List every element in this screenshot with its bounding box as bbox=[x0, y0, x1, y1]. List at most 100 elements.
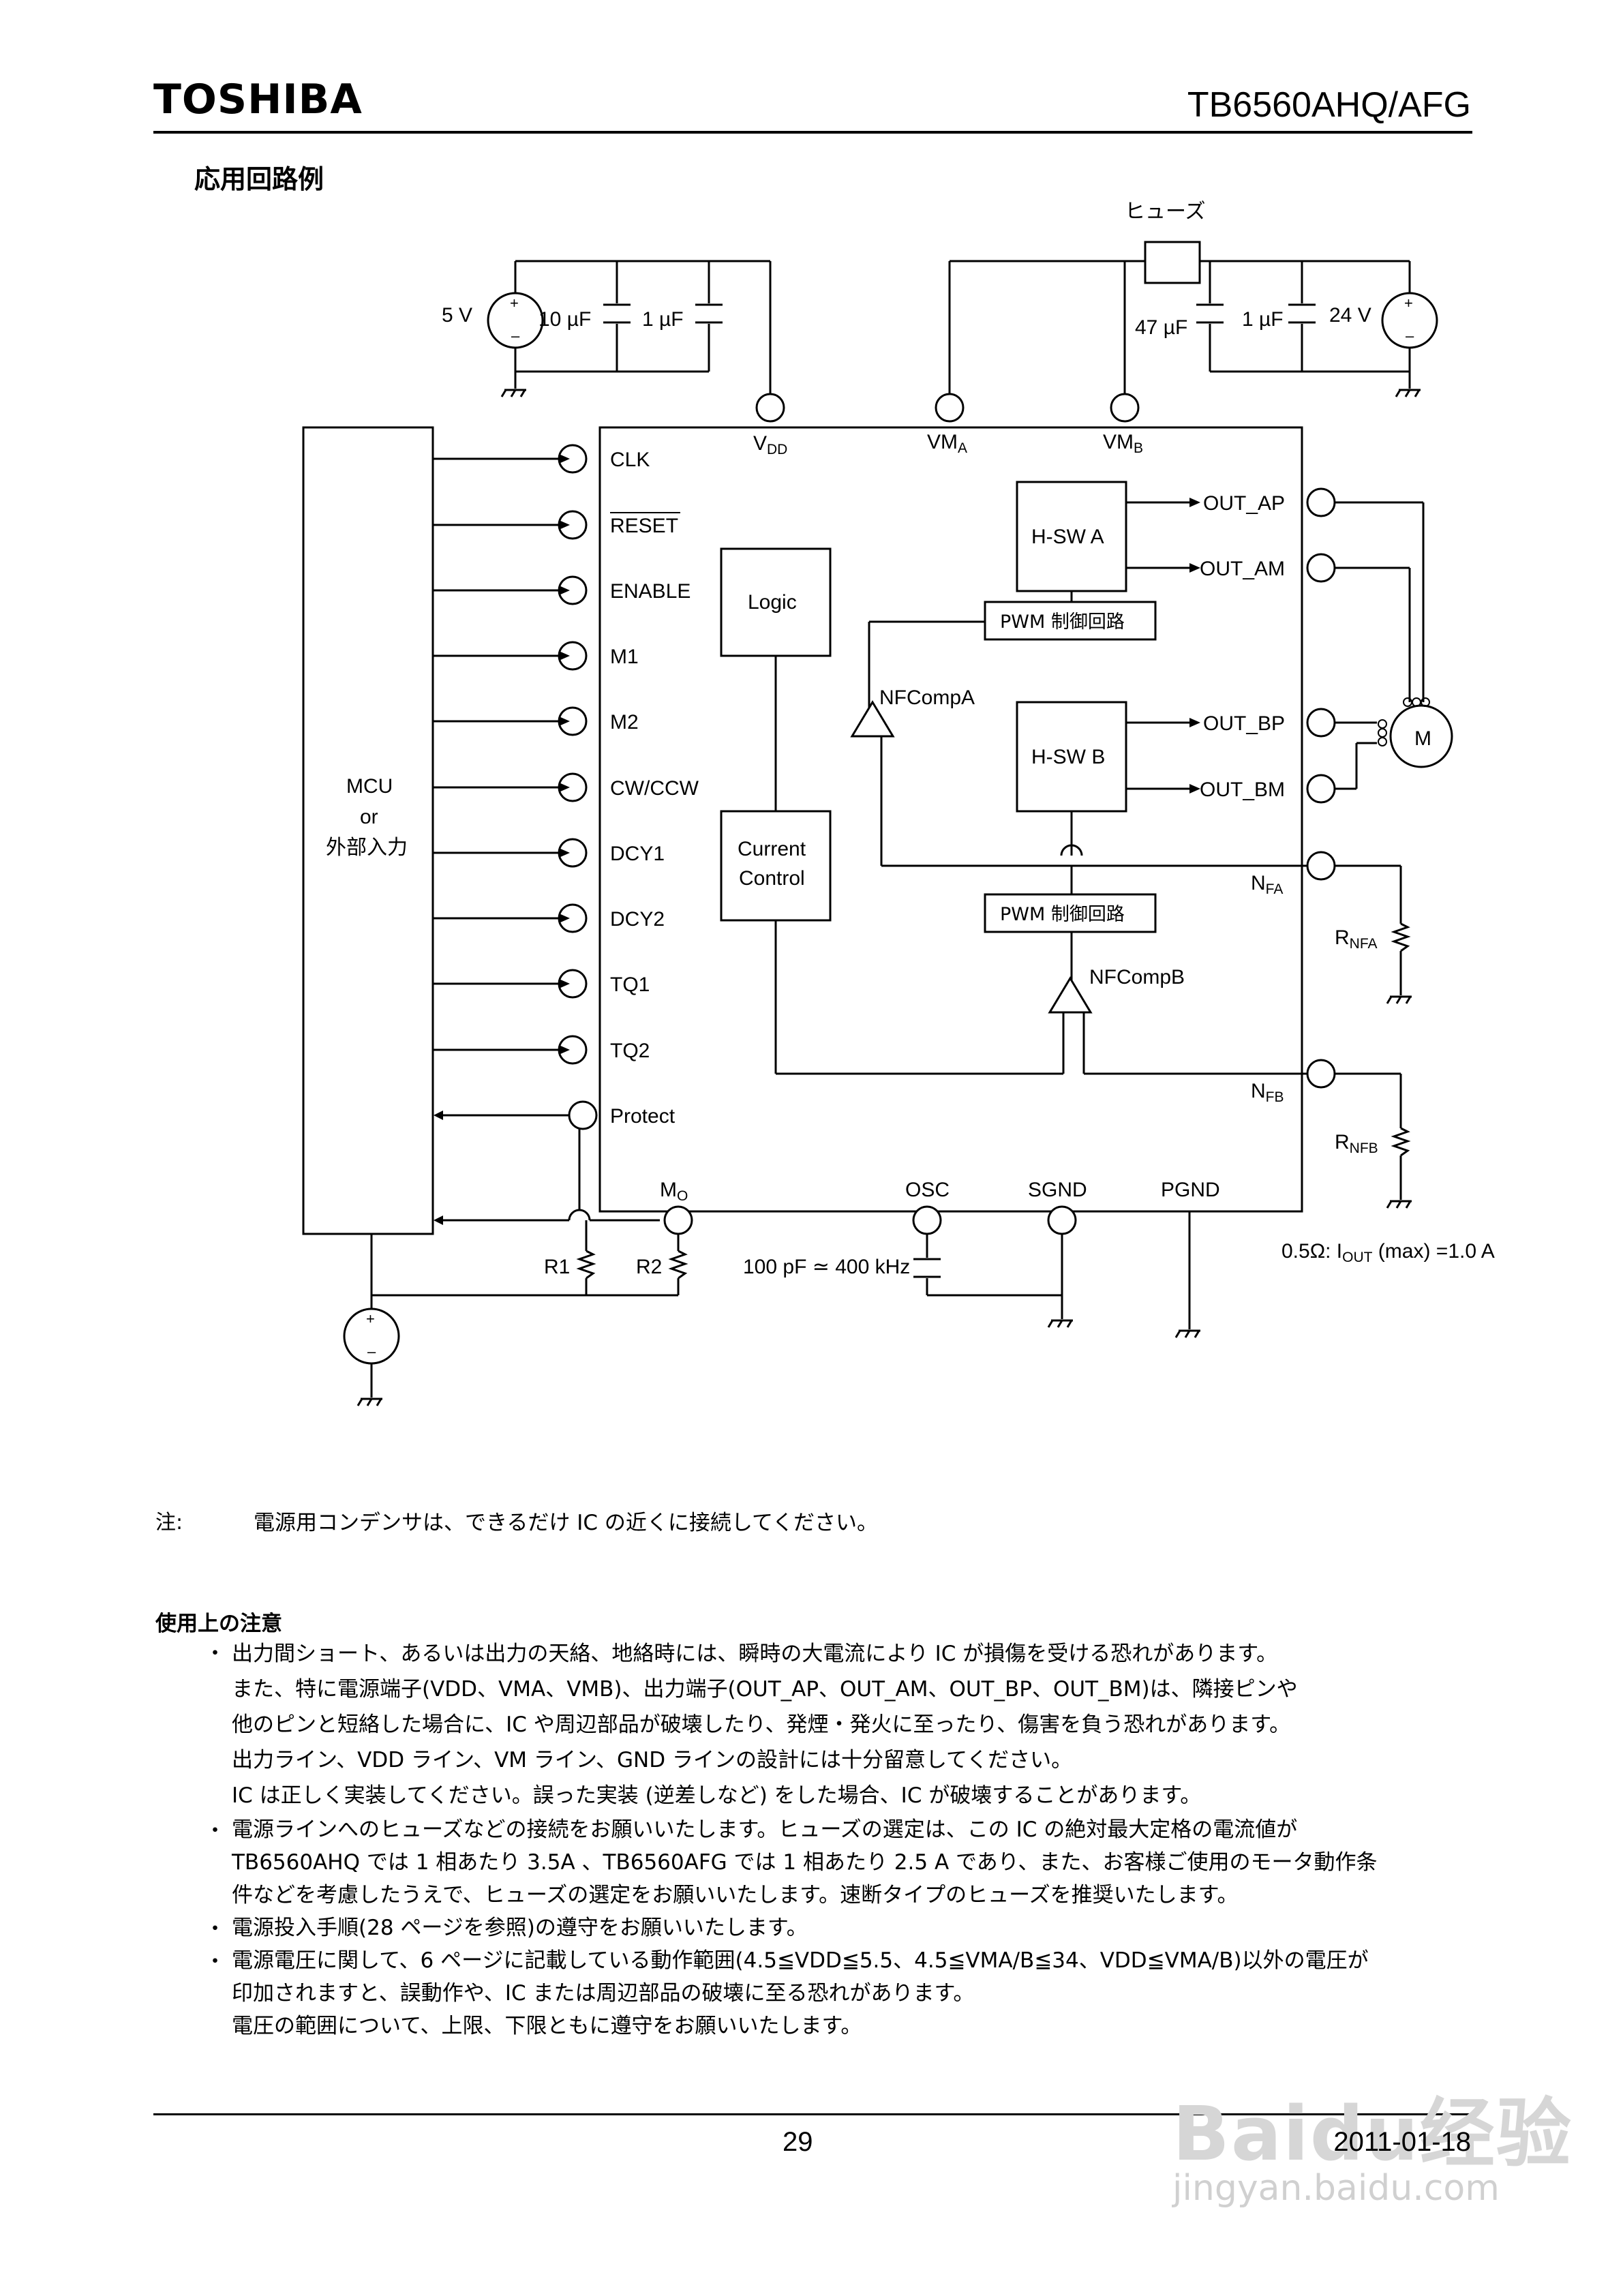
rnfa-sub: NFA bbox=[1350, 936, 1378, 952]
bullet-mark: ・ bbox=[204, 1819, 226, 1843]
rnfb-sub: NFB bbox=[1350, 1141, 1378, 1156]
footer-date: 2011-01-18 bbox=[1333, 2127, 1471, 2157]
bullet-mark: ・ bbox=[204, 1642, 226, 1666]
svg-text:NFA: NFA bbox=[1251, 872, 1283, 897]
usage-line: 件などを考慮したうえで、ヒューズの選定をお願いいたします。速断タイプのヒューズを… bbox=[232, 1883, 1239, 1907]
usage-line: 出力間ショート、あるいは出力の天絡、地絡時には、瞬時の大電流により IC が損傷… bbox=[232, 1642, 1278, 1666]
r1-label: R1 bbox=[544, 1256, 570, 1278]
cap-10uf-label: 10 µF bbox=[539, 308, 591, 331]
input-enable-label: ENABLE bbox=[610, 580, 691, 603]
hsw-a-label: H-SW A bbox=[1031, 526, 1104, 548]
usage-line: 電圧の範囲について、上限、下限ともに遵守をお願いいたします。 bbox=[232, 2014, 862, 2038]
page-number: 29 bbox=[783, 2127, 813, 2157]
pin-vma-sub: A bbox=[958, 440, 967, 456]
svg-text:RNFA: RNFA bbox=[1335, 926, 1378, 952]
watermark-logo: Baidu经验 bbox=[1172, 2090, 1573, 2177]
mcu-label-2: or bbox=[360, 806, 378, 828]
usage-line: 電源電圧に関して、6 ページに記載している動作範囲(4.5≦VDD≦5.5、4.… bbox=[232, 1948, 1369, 1973]
usage-list: ・ 出力間ショート、あるいは出力の天絡、地絡時には、瞬時の大電流により IC が… bbox=[204, 1636, 1498, 2042]
r2-label: R2 bbox=[636, 1256, 662, 1278]
svg-text:MO: MO bbox=[660, 1179, 688, 1204]
fuse-label: ヒューズ bbox=[1125, 200, 1206, 224]
pin-vdd-label: V bbox=[753, 432, 767, 455]
mo-sub: O bbox=[677, 1188, 688, 1204]
svg-text:+: + bbox=[1404, 294, 1413, 312]
input-dcy1-label: DCY1 bbox=[610, 843, 665, 865]
usage-line: 電源投入手順(28 ページを参照)の遵守をお願いいたします。 bbox=[232, 1916, 808, 1940]
application-circuit-diagram: + – + – + – ヒューズ 5 V 10 µF 1 µF 47 µF 1 … bbox=[302, 200, 1495, 1406]
rnfb-label: R bbox=[1335, 1131, 1350, 1153]
cap-1uf-b-label: 1 µF bbox=[1242, 308, 1284, 331]
out-bp-label: OUT_BP bbox=[1203, 712, 1285, 735]
usage-line: 電源ラインへのヒューズなどの接続をお願いいたします。ヒューズの選定は、この IC… bbox=[232, 1817, 1298, 1842]
pwm-b-label: PWM 制御回路 bbox=[1000, 904, 1125, 925]
brand-logo: TOSHIBA bbox=[153, 76, 363, 123]
current-control-label-1: Current bbox=[738, 838, 806, 860]
usage-line: 出力ライン、VDD ライン、VM ライン、GND ラインの設計には十分留意してく… bbox=[232, 1748, 1073, 1772]
usage-item: ・ 電源ラインへのヒューズなどの接続をお願いいたします。ヒューズの選定は、この … bbox=[204, 1813, 1498, 1912]
hsw-b-label: H-SW B bbox=[1031, 746, 1105, 768]
rnfa-label: R bbox=[1335, 926, 1350, 949]
pwm-a-label: PWM 制御回路 bbox=[1000, 611, 1125, 633]
footer-rule bbox=[153, 2113, 1472, 2115]
watermark-url: jingyan.baidu.com bbox=[1172, 2168, 1500, 2209]
svg-text:–: – bbox=[511, 327, 520, 344]
nfb-label: N bbox=[1251, 1080, 1266, 1102]
usage-item: ・ 電源電圧に関して、6 ページに記載している動作範囲(4.5≦VDD≦5.5、… bbox=[204, 1944, 1498, 2042]
input-m2-label: M2 bbox=[610, 711, 639, 734]
part-number: TB6560AHQ/AFG bbox=[1187, 85, 1471, 125]
svg-text:NFB: NFB bbox=[1251, 1080, 1284, 1105]
out-ap-label: OUT_AP bbox=[1203, 492, 1285, 515]
logic-block-label: Logic bbox=[748, 591, 797, 614]
input-tq1-label: TQ1 bbox=[610, 973, 650, 996]
pin-vdd-sub: DD bbox=[767, 442, 787, 457]
svg-text:–: – bbox=[367, 1343, 376, 1360]
section-title: 応用回路例 bbox=[194, 164, 324, 194]
input-tq2-label: TQ2 bbox=[610, 1040, 650, 1062]
iout-note-sub: OUT bbox=[1342, 1250, 1373, 1265]
nfa-label: N bbox=[1251, 872, 1266, 894]
svg-text:–: – bbox=[1406, 327, 1414, 344]
input-m1-label: M1 bbox=[610, 646, 639, 668]
svg-text:+: + bbox=[366, 1310, 375, 1327]
usage-line: IC は正しく実装してください。誤った実装 (逆差しなど) をした場合、IC が… bbox=[232, 1783, 1202, 1808]
note-label: 注: bbox=[155, 1511, 183, 1535]
usage-heading: 使用上の注意 bbox=[155, 1612, 282, 1636]
input-dcy2-label: DCY2 bbox=[610, 908, 665, 931]
iout-note-b: (max) =1.0 A bbox=[1372, 1240, 1494, 1263]
supply-24v-label: 24 V bbox=[1329, 304, 1371, 327]
nfcomp-b-label: NFCompB bbox=[1089, 966, 1185, 988]
out-am-label: OUT_AM bbox=[1200, 558, 1285, 580]
iout-note-a: 0.5Ω: I bbox=[1281, 1240, 1342, 1263]
usage-item: ・ 電源投入手順(28 ページを参照)の遵守をお願いいたします。 bbox=[204, 1912, 1498, 1944]
out-bm-label: OUT_BM bbox=[1200, 779, 1285, 801]
usage-line: 他のピンと短絡した場合に、IC や周辺部品が破壊したり、発煙・発火に至ったり、傷… bbox=[232, 1712, 1291, 1737]
bullet-mark: ・ bbox=[204, 1917, 226, 1942]
pin-vmb-label: VM bbox=[1103, 431, 1134, 453]
input-reset-label: RESET bbox=[610, 515, 678, 537]
svg-text:VMA: VMA bbox=[927, 431, 967, 456]
cap-47uf-label: 47 µF bbox=[1135, 316, 1187, 339]
usage-line: TB6560AHQ では 1 相あたり 3.5A 、TB6560AFG では 1… bbox=[232, 1850, 1378, 1875]
pgnd-label: PGND bbox=[1161, 1179, 1220, 1201]
nfa-sub: FA bbox=[1266, 881, 1284, 897]
motor-label: M bbox=[1414, 727, 1431, 750]
pin-vmb-sub: B bbox=[1134, 440, 1143, 456]
nfb-sub: FB bbox=[1266, 1089, 1284, 1105]
svg-text:VDD: VDD bbox=[753, 432, 787, 457]
osc-label: OSC bbox=[905, 1179, 950, 1201]
usage-item: ・ 出力間ショート、あるいは出力の天絡、地絡時には、瞬時の大電流により IC が… bbox=[204, 1636, 1498, 1813]
mcu-label-1: MCU bbox=[346, 775, 393, 798]
usage-line: 印加されますと、誤動作や、IC または周辺部品の破壊に至る恐れがあります。 bbox=[232, 1981, 975, 2006]
current-control-label-2: Control bbox=[739, 867, 805, 890]
supply-5v-label: 5 V bbox=[442, 304, 472, 327]
output-protect-label: Protect bbox=[610, 1105, 676, 1128]
svg-text:RNFB: RNFB bbox=[1335, 1131, 1378, 1156]
input-clk-label: CLK bbox=[610, 449, 650, 471]
nfcomp-a-label: NFCompA bbox=[879, 686, 975, 709]
mcu-label-3: 外部入力 bbox=[326, 836, 408, 860]
input-cwccw-label: CW/CCW bbox=[610, 777, 699, 800]
mo-label: M bbox=[660, 1179, 677, 1201]
svg-text:+: + bbox=[510, 294, 519, 312]
cap-1uf-a-label: 1 µF bbox=[642, 308, 684, 331]
